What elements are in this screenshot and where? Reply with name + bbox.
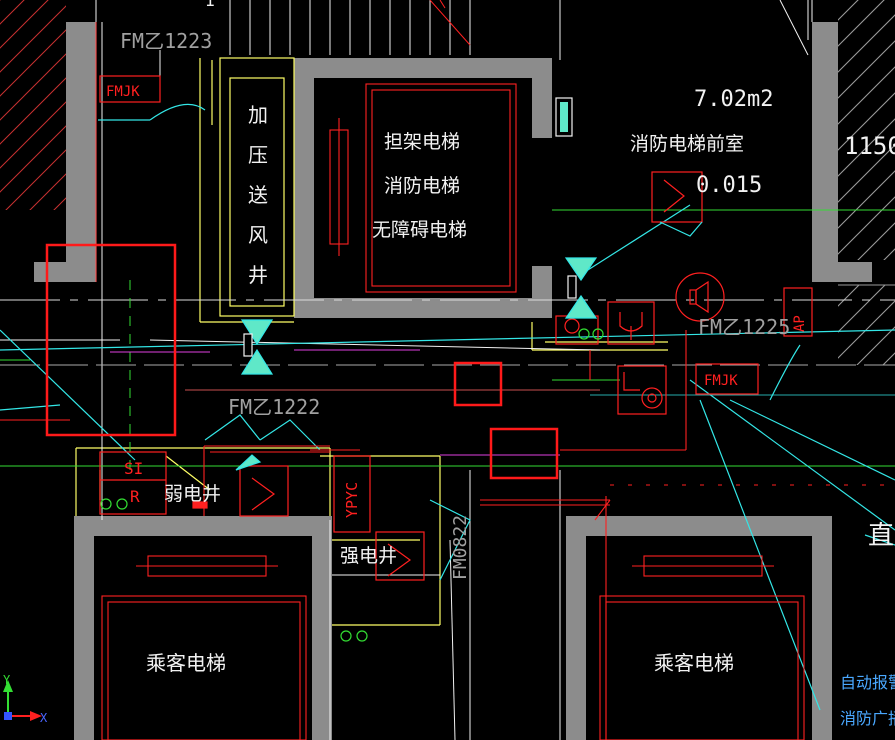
door-label-top: FM乙1223 (120, 29, 212, 53)
si-label: SI (124, 459, 143, 478)
walls (34, 22, 872, 740)
shaft-char-2: 压 (248, 143, 268, 167)
cyan-lines (0, 103, 895, 711)
door-label-vertical: FM0822 (450, 515, 471, 580)
shaft-char-3: 送 (248, 183, 268, 207)
green-circles (100, 328, 604, 642)
axis-x-label: X (40, 711, 48, 725)
legend-broadcast-line: 消防广播线 (840, 709, 895, 728)
devices (99, 75, 813, 581)
labels: FM乙1223 FMJK 加 压 送 风 井 担架电梯 消防电梯 无障碍电梯 7… (106, 29, 895, 728)
elevator-left-label: 乘客电梯 (146, 651, 226, 675)
elevator-label-fire: 消防电梯 (384, 175, 460, 197)
strong-shaft-label: 强电井 (340, 545, 397, 567)
door-valves (235, 97, 598, 471)
elevator-right-label: 乘客电梯 (654, 651, 734, 675)
ypyc-label: YPYC (343, 482, 361, 518)
fmjk-label-right: FMJK (704, 373, 738, 389)
hatched-areas (0, 0, 895, 365)
area-label: 7.02m2 (694, 87, 773, 112)
door-label-mid: FM乙1222 (228, 395, 320, 419)
room-label: 消防电梯前室 (630, 133, 744, 155)
red-details (0, 22, 895, 740)
elevator-label-stretcher: 担架电梯 (384, 131, 460, 153)
elevator-label-accessible: 无障碍电梯 (372, 219, 467, 241)
shaft-char-1: 加 (248, 103, 268, 127)
fmjk-label-left: FMJK (106, 84, 140, 100)
stairs (229, 0, 471, 55)
shaft-char-4: 风 (248, 223, 268, 247)
weak-shaft-label: 弱电井 (164, 483, 221, 505)
highlight-boxes (45, 243, 559, 480)
svg-text:1: 1 (205, 0, 215, 10)
r-label: R (130, 487, 140, 506)
axis-y-label: Y (3, 673, 11, 687)
green-lines (0, 209, 895, 470)
edge-label: 直 (868, 521, 894, 551)
door-label-right: FM乙1225 (698, 315, 790, 339)
magenta-lines (110, 349, 560, 456)
dimension-label: 1150 (844, 132, 895, 160)
ap-label: AP (792, 315, 808, 332)
shaft-char-5: 井 (248, 263, 268, 287)
legend-alarm-line: 自动报警线 (840, 673, 895, 692)
ucs-axis-icon: Y X (3, 673, 48, 725)
value-label: 0.015 (696, 173, 762, 198)
